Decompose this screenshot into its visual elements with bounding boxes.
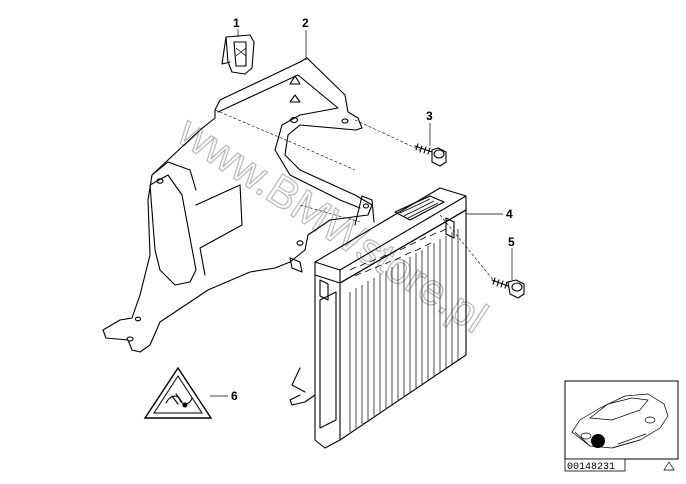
cooling-ribs [349,229,459,432]
warning-label-icon [143,366,213,419]
screw-3 [491,277,525,299]
warning-triangle-small-icon [663,461,675,471]
document-number: 00148231 [567,462,615,473]
car-icon [571,393,669,449]
vent-grid [349,228,447,277]
label-part-3: 5 [508,235,515,249]
watermark-text: www.BMWstore.pl [169,107,496,343]
alignment-lines [214,109,496,283]
label-part-5: 1 [233,16,240,30]
clip-nut [221,34,255,75]
callouts: 1 2 3 4 5 6 [210,16,515,403]
mounting-bracket [102,57,373,353]
vehicle-inset: 00148231 [564,380,679,473]
control-unit [289,187,467,449]
screw-4 [414,143,447,167]
location-marker-icon [591,434,605,448]
label-part-4: 3 [426,109,433,123]
label-part-1: 4 [506,207,513,221]
label-part-6: 6 [231,389,238,403]
label-part-2: 2 [302,16,309,30]
